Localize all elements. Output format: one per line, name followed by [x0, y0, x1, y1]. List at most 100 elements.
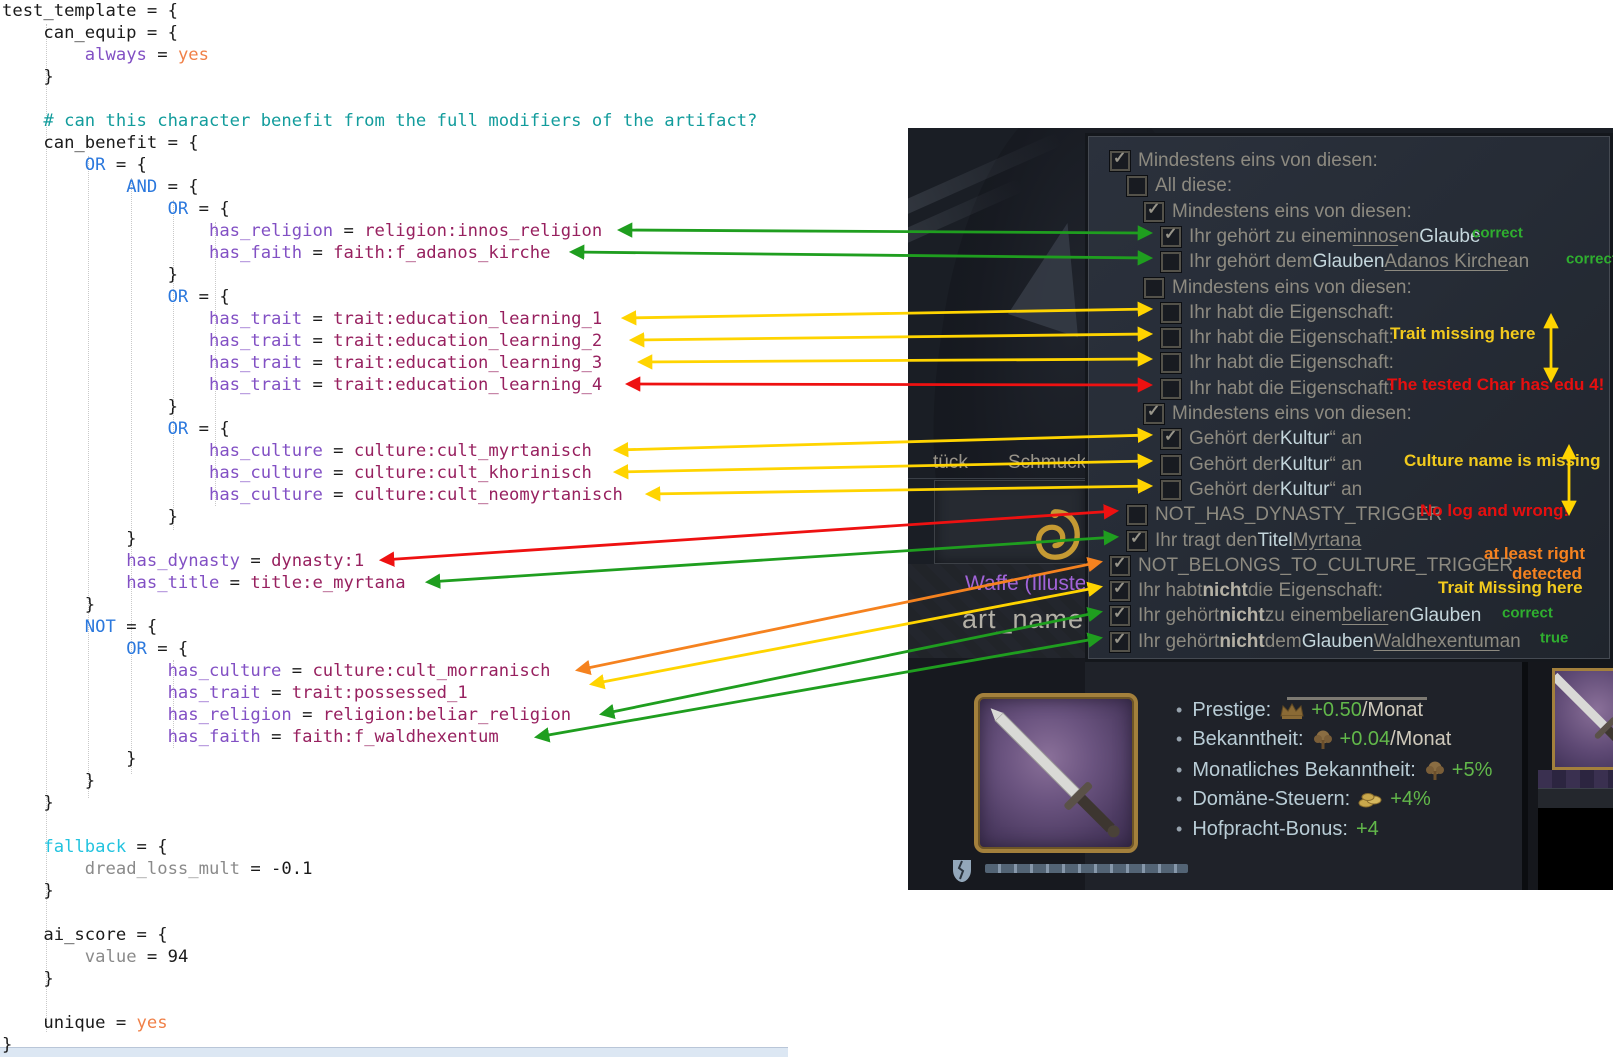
adjacent-artifact-icon[interactable]: [1552, 668, 1613, 770]
code-token: [2, 485, 209, 505]
crown-icon: [1280, 702, 1304, 719]
code-token: religion:beliar_religion: [322, 705, 572, 725]
code-token: =: [322, 485, 354, 505]
tab-waffenstueck[interactable]: tück: [933, 452, 968, 473]
code-token: yes: [177, 45, 209, 65]
code-line: AND = {: [2, 176, 757, 198]
modifier-label: Bekanntheit:: [1192, 728, 1304, 750]
code-line: has_trait = trait:possessed_1: [2, 682, 757, 704]
code-token: trait:education_learning_3: [333, 353, 603, 373]
code-token: [2, 353, 209, 373]
code-token: = -0.1: [240, 859, 313, 879]
code-line: has_trait = trait:education_learning_2: [2, 330, 757, 352]
code-token: has_trait: [208, 375, 303, 395]
condition-text: Mindestens eins von diesen:: [1172, 200, 1412, 222]
code-line: has_trait = trait:education_learning_3: [2, 352, 757, 374]
checkbox-unchecked-icon: [1161, 352, 1181, 373]
code-token: = {: [115, 617, 158, 637]
code-token: =: [322, 463, 354, 483]
checkbox-checked-icon: [1110, 553, 1130, 576]
annotation-note: correct: [1566, 250, 1613, 268]
code-line: unique = yes: [2, 1012, 757, 1034]
code-token: [2, 221, 209, 241]
tooltip-condition-row: Mindestens eins von diesen:: [1144, 401, 1412, 426]
checkbox-checked-icon: [1110, 148, 1130, 171]
code-token: = {: [188, 199, 230, 219]
code-token: }: [2, 881, 54, 901]
code-line: has_culture = culture:cult_neomyrtanisch: [2, 484, 757, 506]
decorative-band: [1538, 770, 1613, 788]
modifier-row: •Hofpracht-Bonus:+4: [1176, 818, 1379, 841]
code-token: culture:cult_morranisch: [312, 661, 551, 681]
code-editor[interactable]: test_template = { can_equip = { always =…: [2, 0, 757, 1056]
code-line: [2, 990, 757, 1012]
condition-text: Glauben: [1409, 604, 1482, 626]
indent-guide: [46, 24, 47, 1032]
annotation-note: correct: [1472, 224, 1523, 242]
code-token: =: [146, 45, 178, 65]
indent-guide: [173, 200, 174, 530]
condition-text: Ihr tragt den: [1155, 529, 1258, 551]
tooltip-condition-row: Ihr habt nicht die Eigenschaft:: [1110, 578, 1383, 603]
code-token: OR: [84, 155, 106, 175]
code-token: [2, 727, 168, 747]
code-line: has_trait = trait:education_learning_4: [2, 374, 757, 396]
condition-text: nicht: [1202, 579, 1248, 601]
condition-text: Mindestens eins von diesen:: [1172, 402, 1412, 424]
checkbox-checked-icon: [1110, 629, 1130, 652]
code-token: }: [2, 771, 96, 791]
code-token: [2, 837, 43, 857]
code-token: [2, 551, 126, 571]
code-line: has_faith = faith:f_adanos_kirche: [2, 242, 757, 264]
condition-text: nicht: [1219, 604, 1265, 626]
tooltip-condition-row: Ihr habt die Eigenschaft:: [1161, 350, 1394, 375]
code-token: trait:education_learning_2: [333, 331, 603, 351]
code-line: }: [2, 1034, 757, 1056]
empty-area: [1538, 808, 1613, 890]
artifact-icon[interactable]: [974, 693, 1138, 853]
condition-text: NOT_HAS_DYNASTY_TRIGGER: [1155, 503, 1443, 525]
code-token: OR: [167, 199, 189, 219]
condition-text: Adanos Kirche: [1384, 250, 1508, 272]
code-token: }: [2, 595, 96, 615]
code-token: }: [2, 507, 178, 527]
code-token: culture:cult_myrtanisch: [353, 441, 592, 461]
code-token: [2, 243, 209, 263]
code-line: has_title = title:e_myrtana: [2, 572, 757, 594]
condition-text: Glauben: [1312, 250, 1385, 272]
code-line: }: [2, 968, 757, 990]
condition-text: “ an: [1329, 478, 1363, 500]
code-token: =: [302, 353, 334, 373]
condition-text: Glaube: [1419, 225, 1481, 247]
code-token: }: [2, 529, 137, 549]
cut-artifact-title: — — —: [1300, 688, 1412, 696]
code-line: # can this character benefit from the fu…: [2, 110, 757, 132]
bullet: •: [1176, 700, 1183, 720]
annotation-note: Trait missing here: [1390, 324, 1536, 343]
code-token: trait:education_learning_4: [333, 375, 603, 395]
code-token: =: [302, 309, 334, 329]
code-token: [2, 639, 126, 659]
checkbox-checked-icon: [1161, 426, 1181, 449]
code-token: OR: [126, 639, 147, 659]
editor-scrollbar[interactable]: [0, 1047, 788, 1057]
code-token: [2, 111, 43, 131]
condition-text: Ihr habt die Eigenschaft:: [1189, 351, 1394, 373]
code-token: [2, 947, 85, 967]
code-token: OR: [167, 287, 189, 307]
tooltip-condition-row: Mindestens eins von diesen:: [1144, 275, 1412, 300]
condition-text: en: [1388, 604, 1410, 626]
code-line: }: [2, 264, 757, 286]
code-token: trait:education_learning_1: [333, 309, 603, 329]
tooltip-condition-row: All diese:: [1127, 173, 1232, 198]
code-line: has_culture = culture:cult_khorinisch: [2, 462, 757, 484]
bullet: •: [1176, 760, 1183, 780]
code-token: faith:f_adanos_kirche: [333, 243, 551, 263]
code-line: }: [2, 880, 757, 902]
code-line: has_culture = culture:cult_morranisch: [2, 660, 757, 682]
code-token: can_equip = {: [2, 23, 178, 43]
artifact-name: art_name: [962, 604, 1085, 634]
code-line: [2, 814, 757, 836]
code-token: [2, 375, 209, 395]
code-token: [2, 441, 209, 461]
